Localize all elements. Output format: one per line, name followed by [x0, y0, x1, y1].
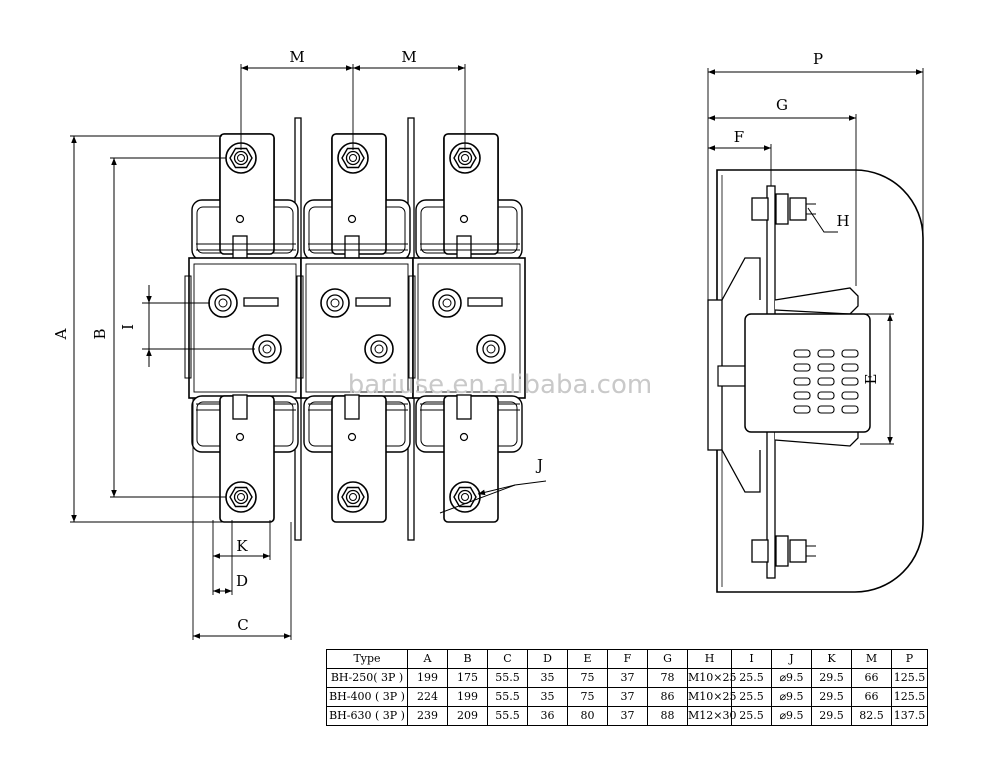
dim-label-p: P — [813, 50, 823, 68]
dim-label-g: G — [776, 96, 788, 114]
bolt-icon — [751, 193, 816, 225]
value-cell: 37 — [607, 668, 648, 688]
value-cell: 55.5 — [487, 687, 528, 707]
value-cell: 35 — [527, 687, 568, 707]
fuse-pole — [296, 133, 414, 523]
table-header-cell: P — [891, 649, 928, 669]
type-cell: BH-400 ( 3P ) — [326, 687, 408, 707]
value-cell: 209 — [447, 706, 488, 726]
value-cell: 239 — [407, 706, 448, 726]
value-cell: 78 — [647, 668, 688, 688]
table-header-cell: A — [407, 649, 448, 669]
dim-label-b: B — [91, 328, 109, 339]
value-cell: 37 — [607, 706, 648, 726]
table-header-cell: J — [771, 649, 812, 669]
value-cell: 125.5 — [891, 687, 928, 707]
value-cell: 25.5 — [731, 668, 772, 688]
value-cell: 35 — [527, 668, 568, 688]
dim-label-m: M — [289, 48, 304, 66]
table-header-cell: Type — [326, 649, 408, 669]
value-cell: 75 — [567, 687, 608, 707]
table-header-cell: D — [527, 649, 568, 669]
value-cell: 25.5 — [731, 706, 772, 726]
table-header-cell: K — [811, 649, 852, 669]
value-cell: ⌀9.5 — [771, 706, 812, 726]
table-header-cell: C — [487, 649, 528, 669]
value-cell: 199 — [447, 687, 488, 707]
value-cell: 224 — [407, 687, 448, 707]
dim-label-f: F — [734, 128, 744, 146]
leader-line-h — [807, 207, 838, 233]
fuse-pole — [184, 133, 302, 523]
value-cell: 199 — [407, 668, 448, 688]
value-cell: 86 — [647, 687, 688, 707]
value-cell: 29.5 — [811, 706, 852, 726]
table-header-cell: G — [647, 649, 688, 669]
fuse-pole — [408, 133, 526, 523]
value-cell: 66 — [851, 687, 892, 707]
dimension-line-j — [477, 484, 516, 496]
value-cell: 37 — [607, 687, 648, 707]
value-cell: ⌀9.5 — [771, 668, 812, 688]
dim-label-e: E — [862, 374, 880, 385]
value-cell: M10×25 — [687, 687, 736, 707]
value-cell: 29.5 — [811, 687, 852, 707]
value-cell: 25.5 — [731, 687, 772, 707]
value-cell: ⌀9.5 — [771, 687, 812, 707]
value-cell: M10×25 — [687, 668, 736, 688]
value-cell: 125.5 — [891, 668, 928, 688]
dim-label-a: A — [52, 328, 70, 340]
value-cell: 36 — [527, 706, 568, 726]
value-cell: 66 — [851, 668, 892, 688]
table-header-cell: M — [851, 649, 892, 669]
table-header-cell: H — [687, 649, 732, 669]
dim-label-m: M — [401, 48, 416, 66]
dim-label-i: I — [119, 324, 137, 330]
value-cell: M12×30 — [687, 706, 736, 726]
watermark: bariuse.en.alibaba.com — [348, 370, 652, 400]
value-cell: 75 — [567, 668, 608, 688]
table-header-cell: F — [607, 649, 648, 669]
table-header-cell: E — [567, 649, 608, 669]
value-cell: 29.5 — [811, 668, 852, 688]
dim-label-d: D — [236, 572, 248, 590]
value-cell: 55.5 — [487, 668, 528, 688]
type-cell: BH-250( 3P ) — [326, 668, 408, 688]
value-cell: 82.5 — [851, 706, 892, 726]
table-header-cell: B — [447, 649, 488, 669]
value-cell: 137.5 — [891, 706, 928, 726]
value-cell: 175 — [447, 668, 488, 688]
bolt-icon — [751, 535, 816, 567]
side-view: P G F H E — [707, 50, 924, 593]
table-header-cell: I — [731, 649, 772, 669]
value-cell: 55.5 — [487, 706, 528, 726]
dim-label-c: C — [237, 616, 248, 634]
value-cell: 80 — [567, 706, 608, 726]
type-cell: BH-630 ( 3P ) — [326, 706, 408, 726]
value-cell: 88 — [647, 706, 688, 726]
front-view: M M A B I K D C J — [52, 48, 547, 640]
dim-label-h: H — [836, 212, 849, 230]
dim-label-k: K — [236, 537, 248, 555]
dim-label-j: J — [535, 456, 543, 474]
